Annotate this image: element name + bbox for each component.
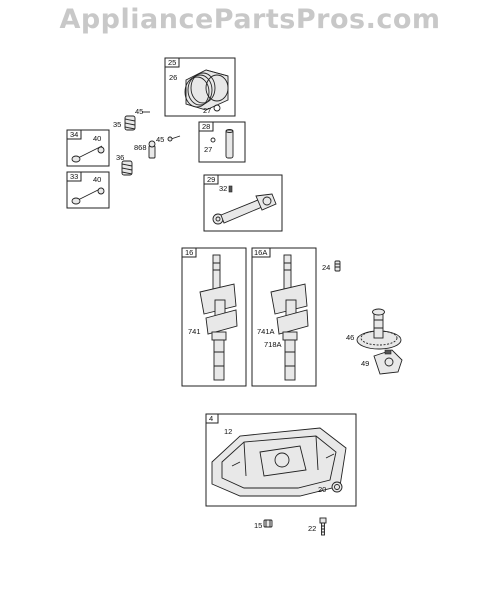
bolt-icon — [319, 517, 327, 536]
valve-springs: 45 35 868 45 36 — [113, 107, 181, 176]
group-29-tag-box — [203, 174, 219, 185]
group-29-connecting-rod: 29 32 — [203, 174, 283, 232]
group-29-box — [203, 174, 283, 232]
group-16-tag-box — [181, 247, 197, 258]
group-16a-tag: 16A — [254, 248, 267, 257]
label-36: 36 — [116, 153, 124, 162]
label-45b: 45 — [156, 135, 164, 144]
loose-parts-bottom: 15 22 — [254, 517, 327, 536]
group-16a-crankshaft: 16A 741A 718A — [251, 247, 317, 387]
connecting-rod-icon — [212, 185, 277, 225]
label-741a: 741A — [257, 327, 275, 336]
drain-plug-icon — [263, 519, 273, 528]
group-16a-box — [251, 247, 317, 387]
group-34-box — [66, 129, 110, 167]
spring-icon — [124, 115, 136, 131]
crankshaft-icon-2 — [270, 254, 309, 381]
group-16-crankshaft: 16 741 — [181, 247, 247, 387]
clip-icon — [210, 137, 216, 143]
group-16-box — [181, 247, 247, 387]
valve-icon-2 — [71, 187, 105, 205]
label-22: 22 — [308, 524, 316, 533]
group-33-valve: 33 40 — [66, 171, 110, 209]
dowel-pin-icon — [334, 260, 341, 272]
group-16-tag: 16 — [185, 248, 193, 257]
group-28-box — [198, 121, 246, 163]
group-25-tag: 25 — [168, 58, 176, 67]
label-27a: 27 — [203, 106, 211, 115]
group-29-tag: 29 — [207, 175, 215, 184]
group-28-piston-pin: 28 27 — [198, 121, 246, 163]
label-26: 26 — [169, 73, 177, 82]
crankshaft-icon — [199, 254, 238, 381]
label-40a: 40 — [93, 134, 101, 143]
label-46: 46 — [346, 333, 354, 342]
group-34-tag-box — [66, 129, 82, 140]
label-49: 49 — [361, 359, 369, 368]
label-24: 24 — [322, 263, 330, 272]
label-741: 741 — [188, 327, 201, 336]
group-28-tag-box — [198, 121, 214, 132]
label-45a: 45 — [135, 107, 143, 116]
group-34-valve: 34 40 — [66, 129, 110, 167]
pushrod-icon — [167, 135, 181, 142]
group-28-tag: 28 — [202, 122, 210, 131]
group-33-tag-box — [66, 171, 82, 182]
label-27b: 27 — [204, 145, 212, 154]
cam-gear-icon — [356, 308, 402, 350]
piston-icon — [184, 69, 229, 111]
group-33-box — [66, 171, 110, 209]
group-25-box — [164, 57, 236, 117]
group-4-tag: 4 — [209, 414, 213, 423]
group-33-tag: 33 — [70, 172, 78, 181]
group-4-sump: 4 12 20 — [205, 413, 357, 507]
spring-icon-2 — [121, 160, 133, 176]
group-16a-tag-box — [251, 247, 271, 258]
tappet-icon — [148, 140, 156, 159]
seal-icon — [331, 481, 343, 493]
label-35: 35 — [113, 120, 121, 129]
label-32: 32 — [219, 184, 227, 193]
label-40b: 40 — [93, 175, 101, 184]
group-25-piston: 25 26 27 — [164, 57, 236, 117]
label-12: 12 — [224, 427, 232, 436]
label-20: 20 — [318, 485, 326, 494]
label-15: 15 — [254, 521, 262, 530]
valve-icon — [71, 145, 105, 163]
loose-parts-right: 24 46 49 — [322, 260, 403, 375]
group-25-tag-box — [164, 57, 180, 68]
group-4-box — [205, 413, 357, 507]
label-718a: 718A — [264, 340, 282, 349]
pin-icon — [225, 129, 234, 159]
group-34-tag: 34 — [70, 130, 78, 139]
governor-icon — [373, 349, 403, 375]
clip-ring-icon — [213, 104, 221, 112]
label-868: 868 — [134, 143, 147, 152]
group-4-tag-box — [205, 413, 219, 424]
watermark-logo: AppliancePartsPros.com — [59, 4, 441, 35]
